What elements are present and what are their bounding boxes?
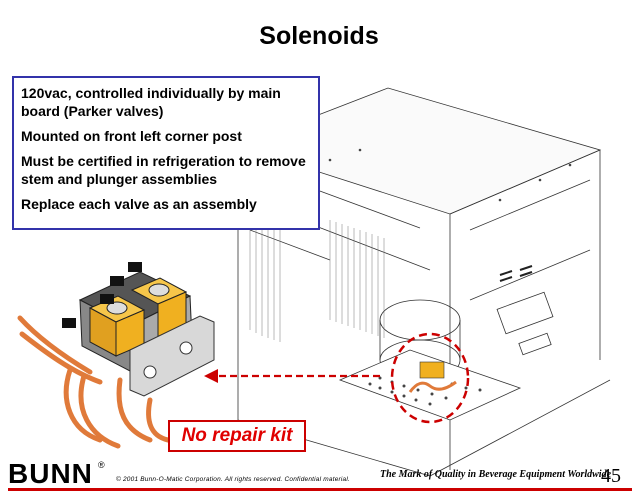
no-repair-kit-callout: No repair kit bbox=[168, 420, 306, 452]
slide-title: Solenoids bbox=[259, 22, 379, 50]
info-line-4: Replace each valve as an assembly bbox=[21, 196, 257, 212]
info-box: 120vac, controlled individually by main … bbox=[12, 76, 320, 230]
bunn-logo: BUNN bbox=[8, 458, 93, 489]
copyright-notice: © 2001 Bunn-O-Matic Corporation. All rig… bbox=[116, 476, 350, 483]
cabinet-drawing bbox=[236, 87, 611, 477]
info-line-1: 120vac, controlled individually by main … bbox=[21, 85, 281, 119]
cabinet-solenoid bbox=[408, 361, 457, 393]
registered-mark: ® bbox=[98, 460, 105, 470]
tagline: The Mark of Quality in Beverage Equipmen… bbox=[380, 469, 612, 480]
page-number: 45 bbox=[601, 465, 621, 487]
highlight-circle bbox=[390, 332, 470, 424]
pointer-arrow bbox=[204, 369, 380, 383]
footer-divider bbox=[8, 488, 632, 491]
solenoid-closeup bbox=[17, 262, 215, 449]
info-line-2: Mounted on front left corner post bbox=[21, 128, 242, 144]
info-line-3: Must be certified in refrigeration to re… bbox=[21, 153, 306, 187]
